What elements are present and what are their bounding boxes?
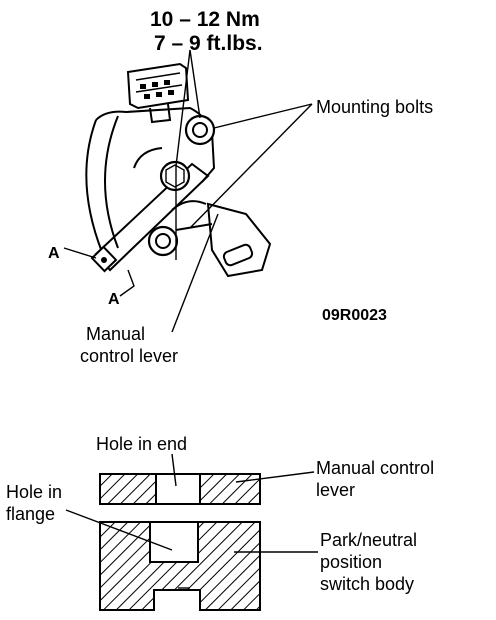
- connector: [126, 62, 190, 124]
- mounting-bolts-label: Mounting bolts: [316, 97, 433, 117]
- hole-in-flange-label-line1: Hole in: [6, 482, 62, 502]
- figure-code: 09R0023: [322, 307, 387, 324]
- hole-in-end-label: Hole in end: [96, 434, 187, 454]
- switch-body-section: [99, 521, 261, 611]
- manual-control-label-line1: Manual control: [316, 458, 434, 478]
- lever-section: [99, 473, 261, 505]
- section-mark-a-left: A: [48, 245, 60, 262]
- section-mark-line: [63, 247, 135, 297]
- manual-lever-label-line1: Manual: [86, 324, 145, 344]
- torque-ft-label: 7 – 9 ft.lbs.: [154, 32, 263, 55]
- manual-control-label-line2: lever: [316, 480, 355, 500]
- hole-in-end-leader: [171, 453, 177, 487]
- center-nut: [159, 160, 191, 192]
- switch-assembly-drawing: [63, 49, 313, 333]
- switch-body-outline: [85, 106, 216, 253]
- mounting-bolt-upper: [184, 114, 216, 146]
- torque-leader: [175, 49, 201, 260]
- manual-control-lever: [90, 162, 210, 273]
- hole-in-flange-label-line2: flange: [6, 504, 55, 524]
- hole-in-flange-leader: [65, 509, 173, 551]
- manual-lever-label-line2: control lever: [80, 346, 178, 366]
- switch-body-label-line1: Park/neutral: [320, 530, 417, 550]
- manual-control-leader: [235, 471, 315, 483]
- cross-section-drawing: [65, 453, 318, 611]
- adjusting-plate: [171, 200, 272, 278]
- mounting-bolt-lower: [147, 225, 179, 257]
- section-mark-a-right: A: [108, 291, 120, 308]
- mounting-bolts-leader: [189, 103, 313, 229]
- switch-body-label-line3: switch body: [320, 574, 414, 594]
- manual-lever-leader: [171, 213, 219, 333]
- switch-body-label-line2: position: [320, 552, 382, 572]
- torque-nm-label: 10 – 12 Nm: [150, 8, 260, 31]
